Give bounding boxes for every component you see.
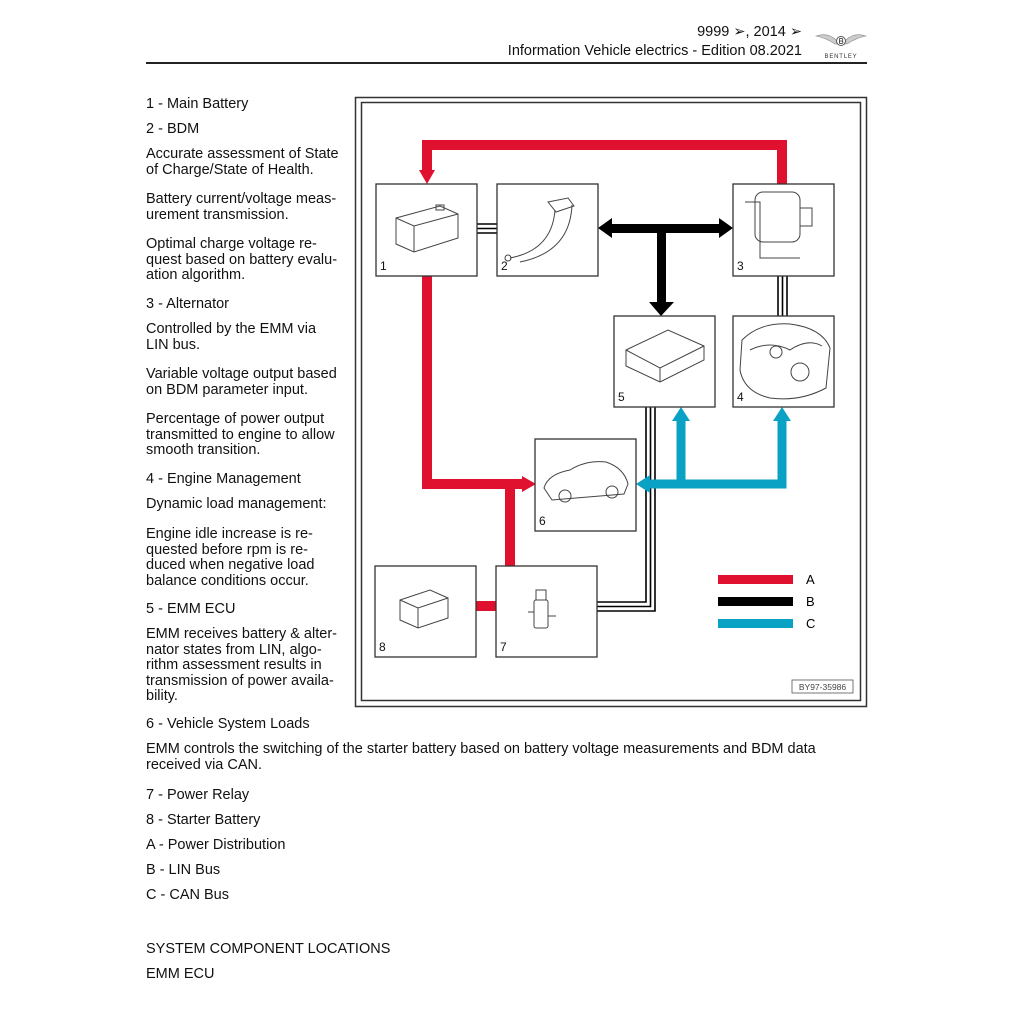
- paragraph: Engine idle increase is re- quested befo…: [146, 526, 315, 589]
- legend-swatch-b: [718, 597, 793, 606]
- box-number: 1: [380, 259, 387, 273]
- section-heading: SYSTEM COMPONENT LOCATIONS: [146, 941, 391, 957]
- engine-icon: [739, 323, 831, 400]
- item-5-heading: 5 - EMM ECU: [146, 601, 236, 617]
- paragraph: Dynamic load management:: [146, 496, 327, 512]
- box-power-relay: [495, 565, 598, 658]
- battery-icon: [395, 204, 459, 253]
- legend-b-text: B - LIN Bus: [146, 862, 221, 878]
- box-alternator: [732, 183, 835, 277]
- relay-icon: [528, 589, 556, 629]
- item-2-heading: 2 - BDM: [146, 121, 200, 137]
- starter-battery-icon: [399, 589, 449, 629]
- item-1-heading: 1 - Main Battery: [146, 96, 249, 112]
- paragraph: Variable voltage output based on BDM par…: [146, 366, 337, 398]
- subsection-heading: EMM ECU: [146, 966, 215, 982]
- legend-label-a: A: [806, 572, 815, 587]
- box-number: 6: [539, 514, 546, 528]
- legend-a-text: A - Power Distribution: [146, 837, 286, 853]
- legend-swatch-a: [718, 575, 793, 584]
- paragraph: EMM receives battery & alter- nator stat…: [146, 626, 337, 704]
- box-engine: [732, 315, 835, 408]
- can-bus-lines: [650, 420, 787, 489]
- legend-label-c: C: [806, 616, 815, 631]
- figure-id: BY97-35986: [799, 682, 847, 692]
- paragraph: EMM controls the switching of the starte…: [146, 741, 816, 773]
- paragraph: Controlled by the EMM via LIN bus.: [146, 321, 317, 353]
- arrow-to-box-6: [522, 476, 536, 492]
- legend-c-text: C - CAN Bus: [146, 887, 229, 903]
- paragraph: Battery current/voltage meas- urement tr…: [146, 191, 337, 223]
- alternator-icon: [745, 191, 813, 259]
- box-vehicle-loads: [534, 438, 637, 532]
- box-emm-ecu: [613, 315, 716, 408]
- brand-text: BENTLEY: [825, 54, 858, 60]
- item-6-heading: 6 - Vehicle System Loads: [146, 716, 310, 732]
- box-number: 8: [379, 640, 386, 654]
- item-3-heading: 3 - Alternator: [146, 296, 230, 312]
- box-bdm: [496, 183, 599, 277]
- paragraph: Optimal charge voltage re- quest based o…: [146, 236, 338, 283]
- paragraph: Accurate assessment of State of Charge/S…: [146, 146, 339, 178]
- item-4-heading: 4 - Engine Management: [146, 471, 301, 487]
- box-main-battery: [375, 183, 478, 277]
- power-distribution-lines: [422, 140, 787, 611]
- item-7-heading: 7 - Power Relay: [146, 787, 250, 803]
- car-icon: [543, 461, 629, 503]
- bdm-cable-icon: [504, 197, 575, 263]
- legend-swatch-c: [718, 619, 793, 628]
- bentley-logo: BENTLEY: [814, 34, 868, 60]
- box-starter-battery: [374, 565, 477, 658]
- model-range: 9999 ➢, 2014 ➢: [697, 24, 802, 40]
- document-title: Information Vehicle electrics - Edition …: [507, 43, 802, 59]
- box-number: 2: [501, 259, 508, 273]
- paragraph: Percentage of power output transmitted t…: [146, 411, 335, 458]
- box-number: 7: [500, 640, 507, 654]
- ecu-icon: [625, 329, 705, 383]
- box-number: 5: [618, 390, 625, 404]
- legend-label-b: B: [806, 594, 815, 609]
- box-number: 4: [737, 390, 744, 404]
- arrow-to-box-1: [419, 170, 435, 184]
- header-rule: [146, 62, 867, 64]
- item-8-heading: 8 - Starter Battery: [146, 812, 261, 828]
- lin-bus-lines: [477, 218, 788, 612]
- box-number: 3: [737, 259, 744, 273]
- legend: A B C: [718, 572, 815, 631]
